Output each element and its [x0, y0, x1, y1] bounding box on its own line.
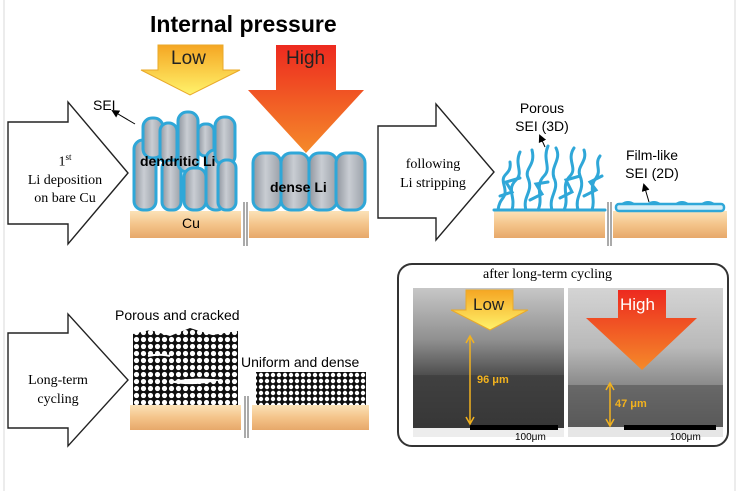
cu-label: Cu — [182, 215, 200, 231]
sem-low-label: Low — [473, 295, 505, 314]
sei-label: SEI — [93, 97, 116, 113]
filmlike-sei-label: Film-like SEI (2D) — [612, 146, 692, 182]
porous-sei-pointer — [538, 134, 547, 148]
cu-substrate-top-right — [494, 202, 727, 246]
sem-panel-title: after long-term cycling — [483, 267, 613, 282]
thickness-marker-low — [465, 334, 475, 426]
sem-high-scalebar-label: 100μm — [670, 432, 701, 443]
cycling-line1: Long-term — [28, 373, 88, 388]
porous-sei-line1: Porous — [519, 100, 565, 116]
dense-li-structure — [251, 151, 367, 212]
porous-sei-label: Porous SEI (3D) — [502, 99, 582, 135]
high-pressure-arrow — [248, 45, 364, 153]
low-pressure-arrow — [140, 44, 241, 96]
sem-high-thickness: 47 μm — [615, 398, 647, 410]
filmlike-sei-line1: Film-like — [625, 147, 679, 163]
low-pressure-label: Low — [171, 48, 206, 69]
uniform-dense-label: Uniform and dense — [241, 354, 360, 370]
first-deposition-label: 1st Li deposition on bare Cu — [15, 148, 115, 208]
thickness-marker-high — [605, 381, 615, 428]
porous-cracked-label: Porous and cracked — [115, 307, 240, 323]
sem-low-thickness: 96 μm — [477, 374, 509, 386]
porous-cracked-li — [133, 328, 238, 405]
cu-substrate-bottom-left — [130, 396, 369, 438]
high-pressure-label: High — [286, 48, 326, 69]
dendritic-li-label: dendritic Li — [140, 153, 216, 169]
step-arrow-stripping — [377, 102, 495, 242]
filmlike-sei-line2: SEI (2D) — [625, 165, 679, 181]
sei-pointer — [111, 109, 136, 125]
cu-substrate-top-left — [130, 202, 369, 246]
step-arrow-first-deposition — [7, 100, 129, 246]
first-deposition-line2: Li deposition — [27, 172, 103, 188]
first-superscript: st — [65, 152, 72, 162]
cycling-line2: cycling — [37, 392, 79, 407]
figure-title: Internal pressure — [150, 11, 337, 37]
porous-sei-line2: SEI (3D) — [515, 118, 569, 134]
first-number: 1 — [58, 154, 66, 170]
uniform-dense-li — [256, 372, 366, 405]
sem-high-label: High — [620, 295, 655, 314]
sem-high-pressure-arrow — [586, 290, 697, 370]
stripping-line1: following — [405, 157, 461, 172]
sem-low-scalebar-label: 100μm — [515, 432, 546, 443]
first-deposition-line3: on bare Cu — [34, 190, 96, 206]
filmlike-sei-2d — [614, 201, 726, 213]
sem-low-pressure-arrow — [450, 289, 529, 331]
stripping-label: following Li stripping — [384, 155, 482, 193]
filmlike-sei-pointer — [641, 183, 650, 203]
dense-li-label: dense Li — [270, 179, 327, 195]
step-arrow-cycling — [7, 312, 129, 448]
stripping-line2: Li stripping — [400, 176, 466, 191]
dendritic-li-structure — [132, 110, 238, 212]
porous-sei-3d — [492, 144, 607, 212]
cycling-label: Long-term cycling — [12, 371, 104, 409]
